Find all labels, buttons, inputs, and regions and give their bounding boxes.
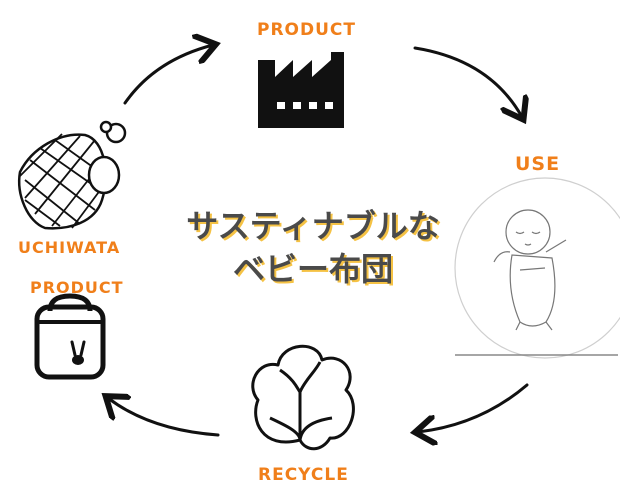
recycle-label: RECYCLE: [258, 465, 349, 485]
cotton-flower-icon: [251, 344, 355, 451]
arrow-product-to-use: [413, 46, 522, 117]
futon-icon: [17, 120, 127, 230]
product-label-top: PRODUCT: [257, 20, 356, 40]
arrow-uchiwata-to-product: [123, 45, 213, 105]
factory-icon: [258, 52, 344, 128]
product-label-left: PRODUCT: [30, 278, 124, 297]
diagram-title-line2: ベビー布団: [232, 250, 393, 288]
bag-rabbit-icon: [34, 293, 106, 380]
arrow-recycle-to-product: [108, 398, 220, 437]
diagram-title-line1: サスティナブルな: [186, 207, 440, 245]
arrow-use-to-recycle: [418, 383, 529, 432]
use-label: USE: [515, 153, 561, 175]
uchiwata-label: UCHIWATA: [18, 238, 121, 257]
sleeping-baby-illustration: [454, 177, 620, 359]
